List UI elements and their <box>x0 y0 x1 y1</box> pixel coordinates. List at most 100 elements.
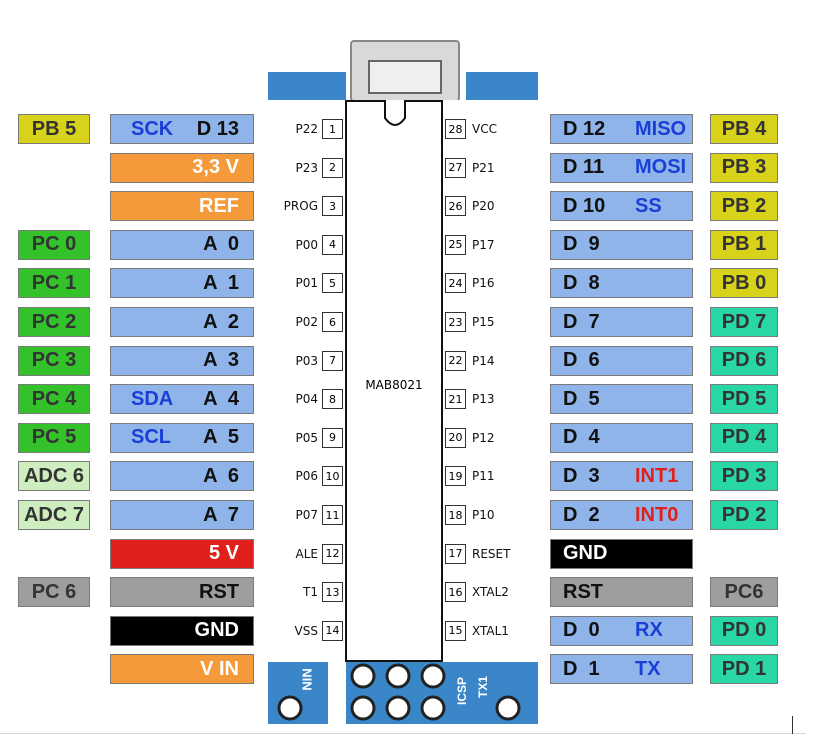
chip-pin-label-right: P12 <box>472 430 495 445</box>
port-tag-right: PD 0 <box>710 615 778 646</box>
pin-name: 3,3 V <box>192 156 239 179</box>
pin-name: D 8 <box>563 271 600 294</box>
arduino-pin-left: RST <box>110 577 254 608</box>
port-tag-left: PB 5 <box>18 114 90 144</box>
port-tag-right: PB 2 <box>710 191 778 222</box>
chip-pin-number-right: 22 <box>445 350 466 371</box>
chip-pin-number-right: 19 <box>445 466 466 487</box>
pin-name: RST <box>563 580 603 603</box>
arduino-pin-left: V IN <box>110 654 254 685</box>
pin-name: D 12 <box>563 117 606 140</box>
chip-pin-label-left: P01 <box>295 276 318 291</box>
port-tag-right: PD 5 <box>710 384 778 415</box>
chip-body: MAB8021 <box>345 100 443 662</box>
pin-alt-function: SS <box>635 194 662 217</box>
chip-pin-label-left: P06 <box>295 469 318 484</box>
arduino-pin-right: D 8 <box>550 268 693 299</box>
chip-pin-number-right: 26 <box>445 196 466 217</box>
arduino-pin-right: D 6 <box>550 345 693 376</box>
pin-alt-function: RX <box>635 619 663 642</box>
chip-name: MAB8021 <box>365 378 423 392</box>
arduino-pin-right: D 1 TX <box>550 654 693 685</box>
chip-pin-number-left: 14 <box>322 620 343 641</box>
port-tag-right: PD 3 <box>710 461 778 492</box>
pin-name: A 2 <box>203 310 239 333</box>
chip-pin-number-right: 25 <box>445 234 466 255</box>
arduino-pin-right: D 9 <box>550 229 693 260</box>
pin-alt-function: SDA <box>131 387 174 410</box>
port-tag-right: PD 4 <box>710 422 778 453</box>
chip-pin-number-right: 24 <box>445 273 466 294</box>
chip-pin-label-left: P00 <box>295 237 318 252</box>
pin-name: D 2 <box>563 503 600 526</box>
chip-pin-number-left: 7 <box>322 350 343 371</box>
board-label-icsp: ICSP <box>455 676 470 706</box>
chip-pin-label-left: ALE <box>295 546 318 561</box>
baseline-tick <box>792 716 793 734</box>
port-tag-left: ADC 7 <box>18 500 90 530</box>
chip-pin-number-right: 27 <box>445 157 466 178</box>
port-tag-left: ADC 6 <box>18 461 90 492</box>
port-tag-left: PC 4 <box>18 384 90 415</box>
port-tag-left: PC 2 <box>18 307 90 337</box>
chip-pin-number-left: 8 <box>322 389 343 410</box>
chip-pin-number-right: 15 <box>445 620 466 641</box>
port-tag-left: PC 0 <box>18 229 90 260</box>
pin-alt-function: MISO <box>635 117 687 140</box>
arduino-pin-left: 3,3 V <box>110 152 254 183</box>
pin-alt-function: TX <box>635 657 661 680</box>
arduino-pin-left: A 3 <box>110 345 254 376</box>
arduino-pin-left: A 0 <box>110 229 254 260</box>
chip-pin-number-right: 17 <box>445 543 466 564</box>
arduino-pin-right: D 4 <box>550 422 693 453</box>
arduino-pin-left: GND <box>110 615 254 646</box>
arduino-pin-right: D 5 <box>550 384 693 415</box>
pin-name: A 1 <box>203 271 239 294</box>
pin-name: D 1 <box>563 657 600 680</box>
chip-pin-number-left: 10 <box>322 466 343 487</box>
arduino-pin-left: A 6 <box>110 461 254 492</box>
baseline-divider <box>0 733 806 734</box>
port-tag-right: PC6 <box>710 577 778 608</box>
pin-name: 5 V <box>208 542 239 565</box>
chip-pin-label-right: VCC <box>472 122 497 136</box>
port-tag-left: PC 6 <box>18 577 90 608</box>
chip-pin-label-right: XTAL1 <box>472 623 509 638</box>
port-tag-right: PB 0 <box>710 268 778 299</box>
chip-pin-number-left: 5 <box>322 273 343 294</box>
chip-pin-label-right: P15 <box>472 315 495 329</box>
chip-pin-number-right: 28 <box>445 119 466 139</box>
pin-name: GND <box>563 542 608 565</box>
pin-name: D 13 <box>196 117 239 140</box>
chip-pin-number-right: 23 <box>445 312 466 332</box>
chip-pin-label-left: P02 <box>295 315 318 329</box>
pin-name: GND <box>194 619 239 642</box>
chip-pin-label-right: P20 <box>472 199 495 214</box>
chip-pin-label-right: P11 <box>472 469 495 484</box>
chip-pin-label-left: P23 <box>295 160 318 175</box>
chip-pin-number-left: 6 <box>322 312 343 332</box>
chip-pin-number-right: 21 <box>445 389 466 410</box>
pin-name: D 7 <box>563 310 600 333</box>
arduino-pin-right: D 7 <box>550 307 693 337</box>
chip-pin-number-right: 18 <box>445 505 466 525</box>
chip-pin-label-left: P03 <box>295 353 318 368</box>
pin-name: D 10 <box>563 194 606 217</box>
chip-pin-label-right: P21 <box>472 160 495 175</box>
arduino-pin-right: RST <box>550 577 693 608</box>
chip-pin-number-left: 11 <box>322 505 343 525</box>
icsp-header-graphic <box>277 662 521 724</box>
arduino-pin-left: REF <box>110 191 254 222</box>
chip-pin-number-left: 3 <box>322 196 343 217</box>
chip-pin-label-right: P17 <box>472 237 495 252</box>
pin-name: A 7 <box>203 503 239 526</box>
chip-pin-label-right: RESET <box>472 546 511 561</box>
usb-port-slot <box>368 60 442 94</box>
chip-pin-number-left: 9 <box>322 427 343 448</box>
chip-pin-number-left: 1 <box>322 119 343 139</box>
port-tag-left: PC 5 <box>18 422 90 453</box>
